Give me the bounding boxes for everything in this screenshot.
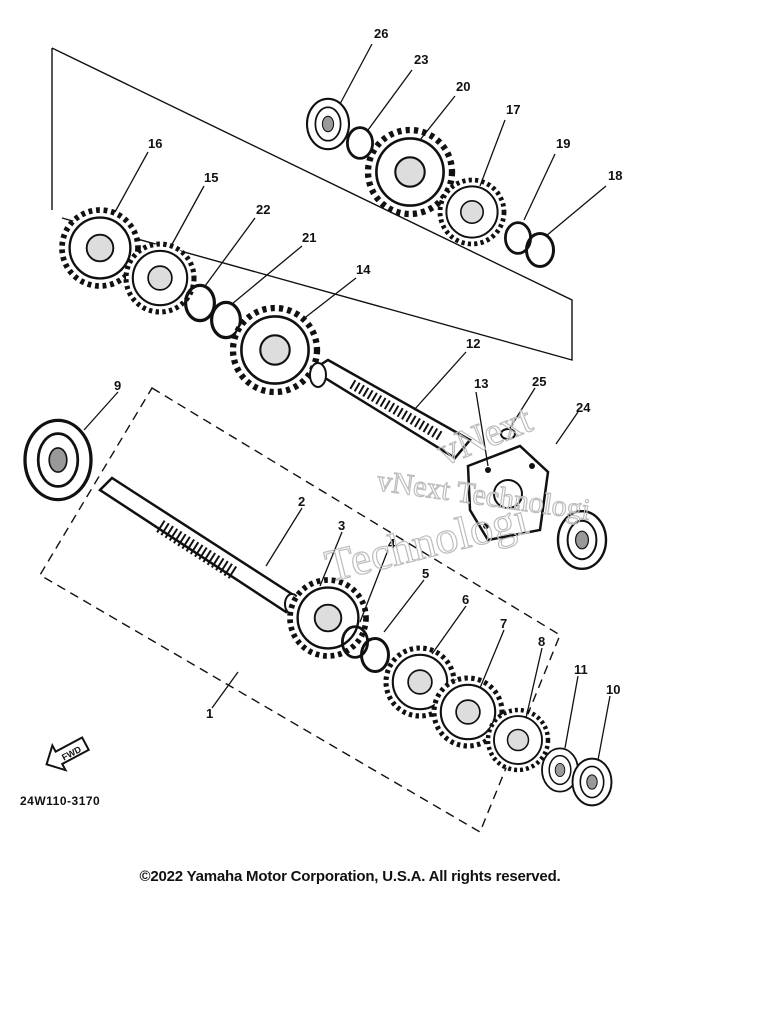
callout-5: 5 — [422, 566, 429, 581]
callout-13: 13 — [474, 376, 488, 391]
callout-24: 24 — [576, 400, 591, 415]
bearing-9 — [23, 418, 93, 502]
main-axle-2 — [98, 476, 300, 615]
gear-15 — [126, 244, 194, 312]
callout-1: 1 — [206, 706, 213, 721]
gear-3 — [290, 580, 366, 656]
copyright-notice: ©2022 Yamaha Motor Corporation, U.S.A. A… — [139, 868, 561, 885]
gear-17 — [440, 180, 504, 244]
callout-12: 12 — [466, 336, 480, 351]
washer-21 — [210, 300, 242, 340]
callout-3: 3 — [338, 518, 345, 533]
callout-22: 22 — [256, 202, 270, 217]
callout-17: 17 — [506, 102, 520, 117]
callout-7: 7 — [500, 616, 507, 631]
circlip-5 — [360, 637, 390, 673]
callout-21: 21 — [302, 230, 316, 245]
bearing-26 — [305, 97, 351, 151]
callout-18: 18 — [608, 168, 622, 183]
callout-6: 6 — [462, 592, 469, 607]
lower-assembly-frame — [39, 387, 561, 834]
fwd-arrow-icon: FWD — [45, 736, 91, 772]
screw-25 — [500, 428, 516, 440]
callouts: 26 23 20 17 19 18 16 15 22 21 14 12 13 2… — [114, 26, 622, 721]
seal-10 — [571, 757, 613, 807]
drawing-code: 24W110-3170 — [20, 794, 101, 808]
callout-20: 20 — [456, 79, 470, 94]
plate-13 — [466, 444, 550, 542]
upper-assembly-frame — [51, 47, 573, 361]
watermark: vNext vNext Technologi Technologi — [319, 395, 592, 592]
gear-8 — [488, 710, 548, 770]
callout-2: 2 — [298, 494, 305, 509]
callout-25: 25 — [532, 374, 546, 389]
callout-11: 11 — [574, 662, 588, 677]
callout-8: 8 — [538, 634, 545, 649]
callout-15: 15 — [204, 170, 218, 185]
callout-16: 16 — [148, 136, 162, 151]
callout-23: 23 — [414, 52, 428, 67]
callout-14: 14 — [356, 262, 371, 277]
circlip-18 — [525, 232, 555, 268]
callout-10: 10 — [606, 682, 620, 697]
leader-lines — [83, 43, 611, 761]
drive-axle-12 — [309, 358, 472, 460]
washer-23 — [345, 126, 375, 160]
callout-4: 4 — [388, 536, 396, 551]
washer-22 — [184, 283, 216, 323]
callout-26: 26 — [374, 26, 388, 41]
gear-14 — [233, 308, 317, 392]
callout-9: 9 — [114, 378, 121, 393]
callout-19: 19 — [556, 136, 570, 151]
